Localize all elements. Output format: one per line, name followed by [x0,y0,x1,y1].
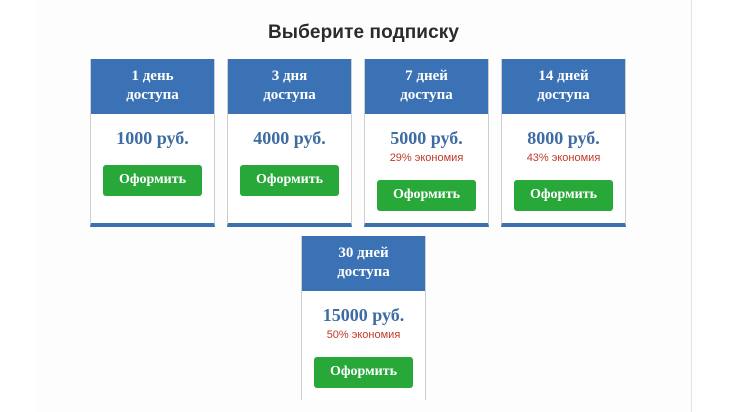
plan-subscribe-button[interactable]: Оформить [376,180,477,211]
plan-duration-header: 30 дней доступа [302,236,425,291]
content-container: Выберите подписку 1 день доступа 1000 руб.… [35,0,692,412]
plan-savings-badge: 50% экономия [326,329,401,341]
plans-row-primary: 1 день доступа 1000 руб. Оформить 3 дня досту… [90,59,635,227]
plan-duration-line1: 3 дня [271,68,308,84]
plan-duration-line1: 7 дней [405,68,448,84]
plan-duration-line2: доступа [126,87,179,103]
plan-subscribe-button[interactable]: Оформить [513,180,614,211]
plan-savings-badge: 29% экономия [389,152,464,164]
plan-body: 1000 руб. Оформить [91,114,214,223]
plan-duration-header: 1 день доступа [91,59,214,114]
plan-price: 4000 руб. [253,128,326,148]
plan-price: 1000 руб. [116,128,189,148]
plan-subscribe-button[interactable]: Оформить [102,165,203,196]
plan-body: 4000 руб. Оформить [228,114,351,223]
plan-subscribe-button[interactable]: Оформить [239,165,340,196]
plan-duration-line2: доступа [337,264,390,280]
plan-price: 5000 руб. [390,128,463,148]
plan-duration-header: 3 дня доступа [228,59,351,114]
plan-duration-header: 14 дней доступа [502,59,625,114]
plan-savings-badge: 43% экономия [526,152,601,164]
plan-price: 8000 руб. [527,128,600,148]
plan-card[interactable]: 3 дня доступа 4000 руб. Оформить [227,59,352,227]
plan-duration-line2: доступа [400,87,453,103]
plan-duration-line2: доступа [263,87,316,103]
plan-duration-line1: 1 день [131,68,174,84]
page-title: Выберите подписку [267,22,460,43]
plan-price: 15000 руб. [322,305,405,325]
plan-duration-line1: 14 дней [538,68,589,84]
plan-subscribe-button[interactable]: Оформить [313,357,414,388]
plan-duration-line2: доступа [537,87,590,103]
plan-card[interactable]: 1 день доступа 1000 руб. Оформить [90,59,215,227]
plan-duration-line1: 30 дней [338,245,389,261]
plan-duration-header: 7 дней доступа [365,59,488,114]
